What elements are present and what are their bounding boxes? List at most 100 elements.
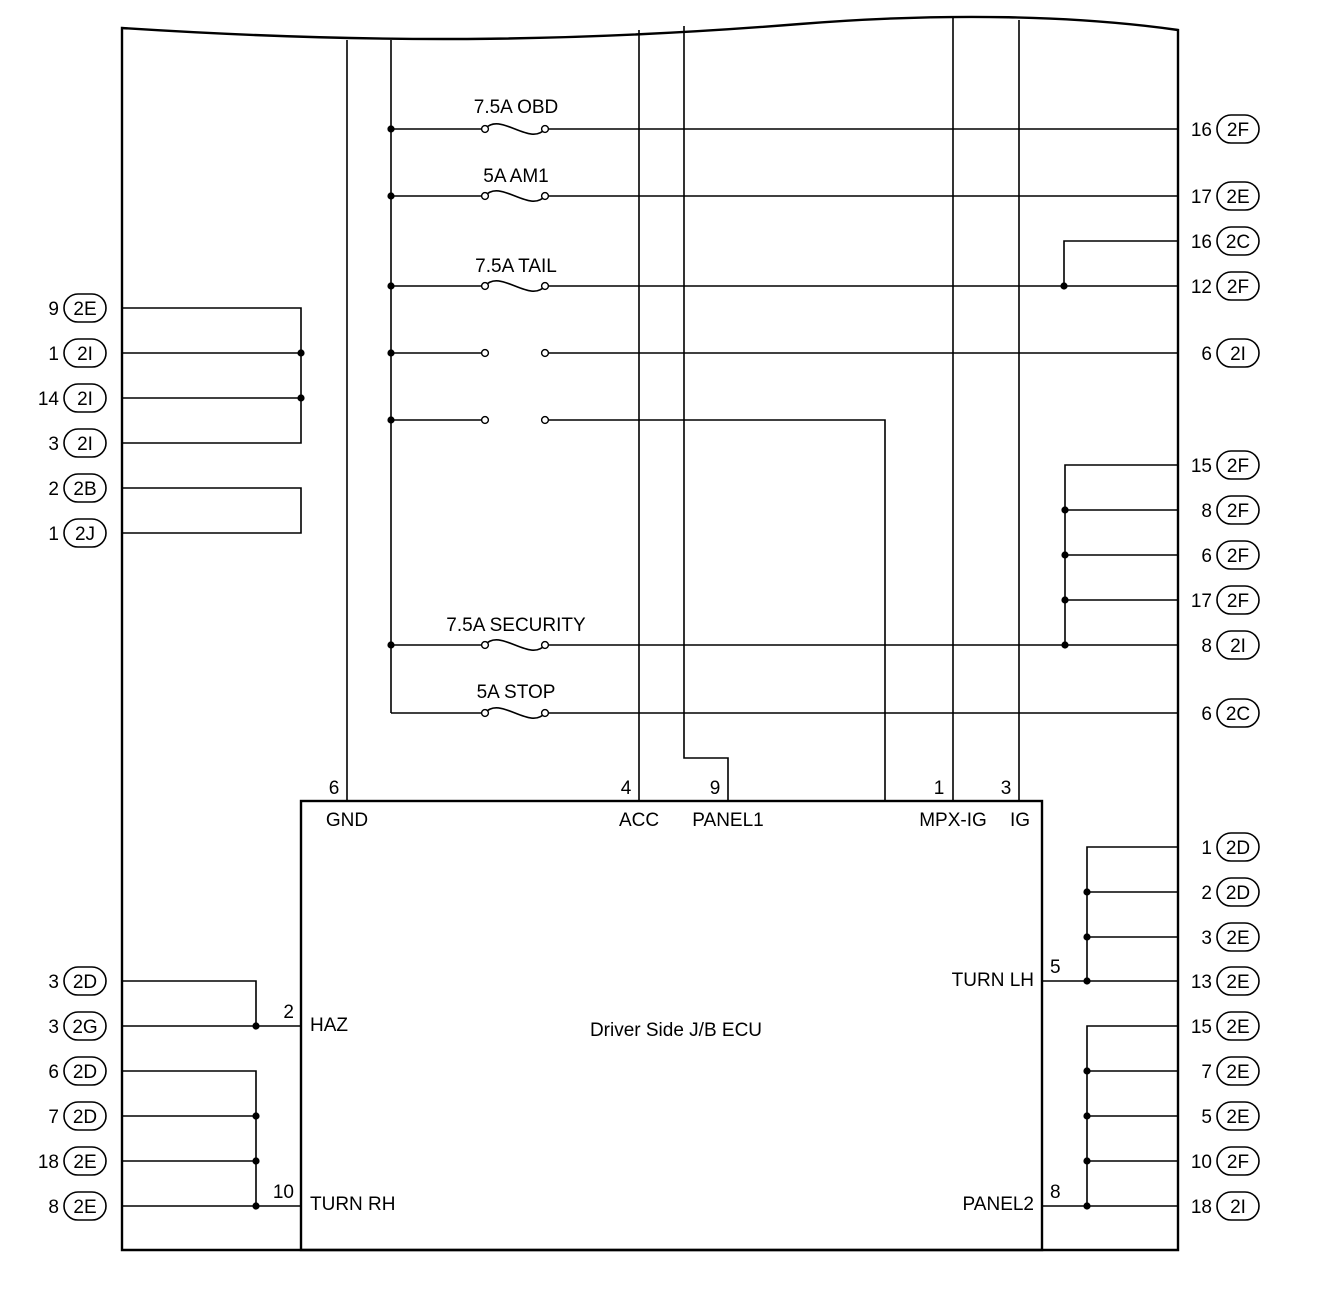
right-connector-10: 2C6: [1201, 698, 1260, 728]
fuse-row-tail: 7.5A TAIL: [387, 240, 1178, 292]
left-connector-9: 2D7: [48, 1101, 107, 1131]
connector-code: 2D: [1226, 838, 1250, 859]
fuse-label-security: 7.5A SECURITY: [446, 615, 586, 636]
connector-code: 2I: [1230, 636, 1246, 657]
connector-code: 2D: [73, 1107, 97, 1128]
connector-code: 2F: [1227, 591, 1249, 612]
connector-pin-number: 1: [1201, 838, 1212, 859]
connector-pin-number: 8: [1201, 636, 1212, 657]
pin-num-turn-lh: 5: [1050, 957, 1061, 978]
connector-code: 2E: [1226, 972, 1249, 993]
connector-code: 2F: [1227, 456, 1249, 477]
left-connector-11: 2E8: [48, 1191, 107, 1221]
connector-pin-number: 8: [1201, 501, 1212, 522]
pin-label-panel2: PANEL2: [963, 1194, 1034, 1215]
connector-pill: [1216, 966, 1260, 996]
connector-code: 2I: [77, 434, 93, 455]
connector-pill: [63, 1056, 107, 1086]
left-loop-2b-2j: [122, 487, 302, 534]
connector-pin-number: 1: [48, 344, 59, 365]
connector-code: 2F: [1227, 120, 1249, 141]
haz-bus: [122, 980, 301, 1030]
right-connector-callouts: 2F162E172C162F122I62F152F82F62F172I82C62…: [1191, 114, 1260, 1221]
turn-rh-bus: [122, 1070, 301, 1210]
connector-pill: [1216, 1056, 1260, 1086]
connector-pill: [1216, 832, 1260, 862]
connector-pill: [1216, 922, 1260, 952]
connector-pin-number: 18: [1191, 1197, 1212, 1218]
connector-pill: [63, 338, 107, 368]
left-connector-0: 2E9: [48, 293, 107, 323]
connector-pin-number: 14: [38, 389, 60, 410]
connector-code: 2I: [77, 389, 93, 410]
connector-pill: [1216, 271, 1260, 301]
fuse-row-obd: 7.5A OBD: [387, 97, 1178, 135]
connector-code: 2F: [1227, 546, 1249, 567]
left-connector-8: 2D6: [48, 1056, 107, 1086]
right-connector-16: 2E7: [1201, 1056, 1260, 1086]
connector-pill: [1216, 1011, 1260, 1041]
connector-pin-number: 17: [1191, 591, 1212, 612]
pin-num-ig: 3: [1001, 778, 1012, 799]
fuse-label-obd: 7.5A OBD: [474, 97, 559, 118]
connector-pill: [1216, 181, 1260, 211]
fuse-label-tail: 7.5A TAIL: [475, 256, 557, 277]
connector-pill: [63, 428, 107, 458]
connector-pill: [1216, 630, 1260, 660]
pin-num-turn-rh: 10: [273, 1182, 294, 1203]
connector-pill: [1216, 114, 1260, 144]
pin-num-mpx-ig: 1: [934, 778, 945, 799]
connector-pill: [63, 1011, 107, 1041]
connector-code: 2C: [1226, 704, 1250, 725]
connector-code: 2D: [73, 972, 97, 993]
connector-code: 2E: [1226, 928, 1249, 949]
fuse-label-stop: 5A STOP: [477, 682, 556, 703]
right-connector-6: 2F8: [1201, 495, 1260, 525]
connector-pill: [1216, 877, 1260, 907]
connector-pin-number: 12: [1191, 277, 1212, 298]
fuse-label-am1: 5A AM1: [483, 166, 549, 187]
left-connector-1: 2I 1: [48, 338, 107, 368]
right-connector-7: 2F6: [1201, 540, 1260, 570]
pin-label-turn-lh: TURN LH: [952, 970, 1034, 991]
left-connector-4: 2B2: [48, 473, 107, 503]
left-connector-3: 2I3: [48, 428, 107, 458]
connector-code: 2I: [77, 344, 93, 365]
right-connector-4: 2I6: [1201, 338, 1260, 368]
connector-code: 2E: [1226, 1107, 1249, 1128]
connector-code: 2D: [1226, 883, 1250, 904]
connector-pill: [63, 518, 107, 548]
connector-pill: [63, 473, 107, 503]
fuse-row-security: 7.5A SECURITY: [387, 615, 1178, 651]
connector-code: 2I: [1230, 1197, 1246, 1218]
right-connector-9: 2I 8: [1201, 630, 1260, 660]
panel2-bus: [1042, 1025, 1178, 1210]
pin-label-mpx-ig: MPX-IG: [919, 810, 987, 831]
connector-pill: [63, 1101, 107, 1131]
connector-pin-number: 5: [1201, 1107, 1212, 1128]
connector-code: 2G: [72, 1017, 97, 1038]
connector-pin-number: 18: [38, 1152, 59, 1173]
turn-lh-bus: [1042, 846, 1178, 985]
connector-pill: [1216, 495, 1260, 525]
right-connector-8: 2F 17: [1191, 585, 1260, 615]
fuse-row-stop: 5A STOP: [391, 682, 1178, 719]
pin-label-ig: IG: [1010, 810, 1030, 831]
connector-pin-number: 15: [1191, 1017, 1212, 1038]
connector-pin-number: 9: [48, 299, 59, 320]
open-circuit-row-2: [387, 415, 886, 801]
connector-pill: [63, 1146, 107, 1176]
connector-pin-number: 2: [48, 479, 59, 500]
connector-pin-number: 6: [48, 1062, 59, 1083]
connector-code: 2F: [1227, 1152, 1249, 1173]
connector-pill: [1216, 540, 1260, 570]
pin-num-panel2: 8: [1050, 1182, 1061, 1203]
connector-pill: [1216, 1101, 1260, 1131]
